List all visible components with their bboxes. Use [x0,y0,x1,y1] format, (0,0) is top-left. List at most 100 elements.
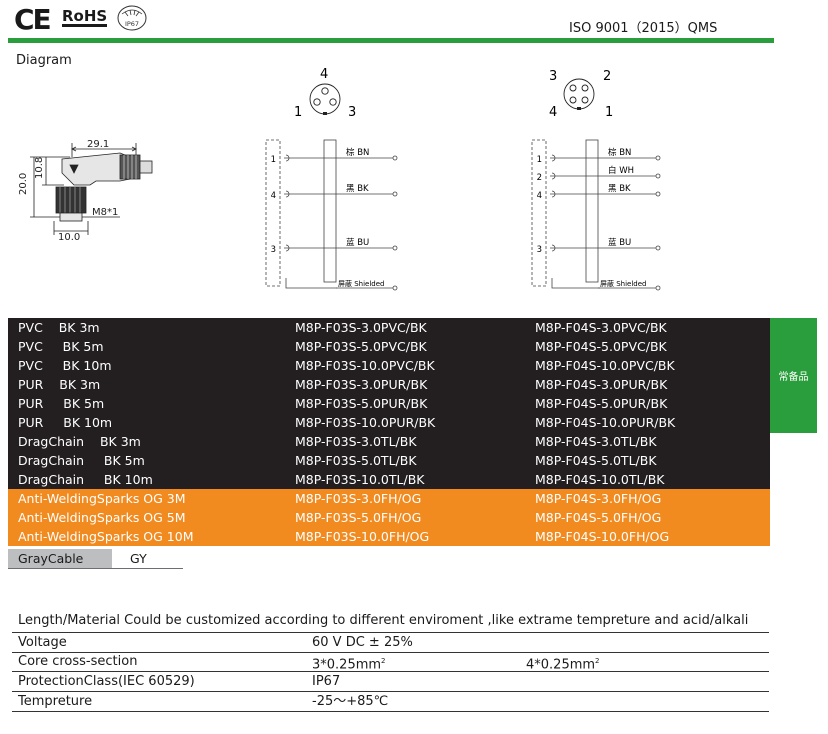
cable-type: PUR BK 3m [18,377,101,392]
core-3-text: 3*0.25mm [312,657,382,673]
part-number-3pin: M8P-F03S-5.0FH/OG [295,510,422,525]
part-number-4pin: M8P-F04S-3.0PVC/BK [535,320,667,335]
spec-value-4pin: 4*0.25mm2 [526,652,600,674]
table-row: Anti-WeldingSparks OG 10M M8P-F03S-10.0F… [8,527,770,547]
part-number-4pin: M8P-F04S-10.0FH/OG [535,529,670,544]
part-number-4pin: M8P-F04S-10.0PVC/BK [535,358,675,373]
ce-mark: CE [14,3,52,36]
cable-type: Anti-WeldingSparks OG 5M [18,510,186,525]
wiring-diagram-4pin: 1 2 4 3 棕 BN 白 WH 黑 BK 蓝 BU 屏蔽 Shielded [531,139,661,291]
wire4-pin-1: 1 [537,155,542,165]
table-row: PUR BK 3m M8P-F03S-3.0PUR/BK M8P-F04S-3.… [8,375,770,395]
stock-item-badge: 常备品 [770,318,817,433]
core-4-text: 4*0.25mm [526,657,596,673]
part-number-4pin: M8P-F04S-5.0PVC/BK [535,339,667,354]
dim-base: 10.0 [58,232,80,243]
gray-cable-underline [8,568,183,569]
wiring-diagram-3pin: 1 4 3 棕 BN 黑 BK 蓝 BU 屏蔽 Shielded [265,139,398,291]
part-number-3pin: M8P-F03S-10.0PVC/BK [295,358,435,373]
wire3-label-3: 蓝 BU [346,237,369,248]
diagram-title: Diagram [16,53,72,68]
spec-label: ProtectionClass(IEC 60529) [18,674,195,689]
table-row: Anti-WeldingSparks OG 5M M8P-F03S-5.0FH/… [8,508,770,528]
pin3-label-right: 3 [348,105,356,120]
wire3-pin-3: 3 [271,245,276,255]
cable-type: DragChain BK 10m [18,472,153,487]
wire4-label-1: 棕 BN [608,147,631,158]
dim-width: 29.1 [87,139,109,150]
spec-value: IP67 [312,674,341,689]
iso-certification: ISO 9001（2015）QMS [569,21,718,36]
pin3-label-left: 1 [294,105,302,120]
wire3-label-1: 棕 BN [346,147,369,158]
dim-inner-height: 10.8 [34,157,45,179]
gray-cable-code: GY [130,551,147,566]
part-number-3pin: M8P-F03S-3.0PUR/BK [295,377,428,392]
part-number-4pin: M8P-F04S-10.0PUR/BK [535,415,676,430]
wire3-pin-2: 4 [271,191,276,201]
spec-value-3pin: 3*0.25mm2 [312,652,386,674]
rohs-mark: RoHS [62,7,108,27]
ip67-badge-icon: IP67 [117,5,147,31]
spec-label: Core cross-section [18,654,138,669]
table-row: PVC BK 5m M8P-F03S-5.0PVC/BK M8P-F04S-5.… [8,337,770,357]
pin-face-4pin: 3 2 4 1 [549,69,613,120]
pin3-label-top: 4 [320,67,328,82]
part-number-4pin: M8P-F04S-5.0PUR/BK [535,396,668,411]
pin4-label-tl: 3 [549,69,557,84]
part-number-3pin: M8P-F03S-3.0FH/OG [295,491,422,506]
header-divider [8,38,774,43]
spec-row-protection: ProtectionClass(IEC 60529) IP67 [12,672,769,692]
wire3-pin-1: 1 [271,155,276,165]
ip67-badge-text: IP67 [125,20,139,28]
part-number-3pin: M8P-F03S-5.0PVC/BK [295,339,427,354]
part-number-3pin: M8P-F03S-3.0PVC/BK [295,320,427,335]
pin4-label-bl: 4 [549,105,557,120]
cable-type: Anti-WeldingSparks OG 10M [18,529,194,544]
wire4-label-4: 蓝 BU [608,237,631,248]
spec-row-core: Core cross-section 3*0.25mm2 4*0.25mm2 [12,652,769,672]
customization-note: Length/Material Could be customized acco… [18,613,749,628]
cable-type: PVC BK 10m [18,358,112,373]
table-row: PUR BK 10m M8P-F03S-10.0PUR/BK M8P-F04S-… [8,413,770,433]
part-number-3pin: M8P-F03S-10.0FH/OG [295,529,430,544]
gray-cable-cell: GrayCable [8,549,112,568]
connector-dimension-drawing: 29.1 20.0 10.8 M8*1 10.0 [18,139,153,243]
wire3-label-2: 黑 BK [346,184,369,194]
part-number-4pin: M8P-F04S-3.0FH/OG [535,491,662,506]
core-3-sup: 2 [381,657,386,665]
cable-type: PVC BK 3m [18,320,100,335]
spec-row-voltage: Voltage 60 V DC ± 25% [12,632,769,653]
cable-type: PVC BK 5m [18,339,104,354]
dim-height: 20.0 [18,173,29,195]
spec-value: 60 V DC ± 25% [312,635,413,650]
table-row: Anti-WeldingSparks OG 3M M8P-F03S-3.0FH/… [8,489,770,509]
part-number-4pin: M8P-F04S-3.0TL/BK [535,434,657,449]
part-number-4pin: M8P-F04S-5.0TL/BK [535,453,657,468]
cable-type: Anti-WeldingSparks OG 3M [18,491,186,506]
part-number-4pin: M8P-F04S-5.0FH/OG [535,510,662,525]
pin-face-3pin: 4 1 3 [294,67,356,120]
part-number-3pin: M8P-F03S-10.0TL/BK [295,472,425,487]
wire4-shield-label: 屏蔽 Shielded [600,279,647,288]
spec-row-temperature: Tempreture -25～+85℃ [12,692,769,712]
table-row: PVC BK 3m M8P-F03S-3.0PVC/BK M8P-F04S-3.… [8,318,770,338]
table-row: DragChain BK 10m M8P-F03S-10.0TL/BK M8P-… [8,470,770,490]
cable-type: PUR BK 5m [18,396,105,411]
wire4-pin-2: 2 [537,173,542,183]
cable-type: DragChain BK 3m [18,434,141,449]
part-number-4pin: M8P-F04S-10.0TL/BK [535,472,665,487]
table-row: DragChain BK 3m M8P-F03S-3.0TL/BK M8P-F0… [8,432,770,452]
wire4-label-2: 白 WH [608,165,634,176]
part-number-3pin: M8P-F03S-5.0TL/BK [295,453,417,468]
wire4-pin-3: 4 [537,191,542,201]
cable-type: DragChain BK 5m [18,453,145,468]
part-number-3pin: M8P-F03S-10.0PUR/BK [295,415,436,430]
table-row: PUR BK 5m M8P-F03S-5.0PUR/BK M8P-F04S-5.… [8,394,770,414]
pin4-label-tr: 2 [603,69,611,84]
table-row: PVC BK 10m M8P-F03S-10.0PVC/BK M8P-F04S-… [8,356,770,376]
part-number-3pin: M8P-F03S-5.0PUR/BK [295,396,428,411]
spec-label: Voltage [18,635,67,650]
dim-thread: M8*1 [92,207,118,218]
wire4-label-3: 黑 BK [608,184,631,194]
